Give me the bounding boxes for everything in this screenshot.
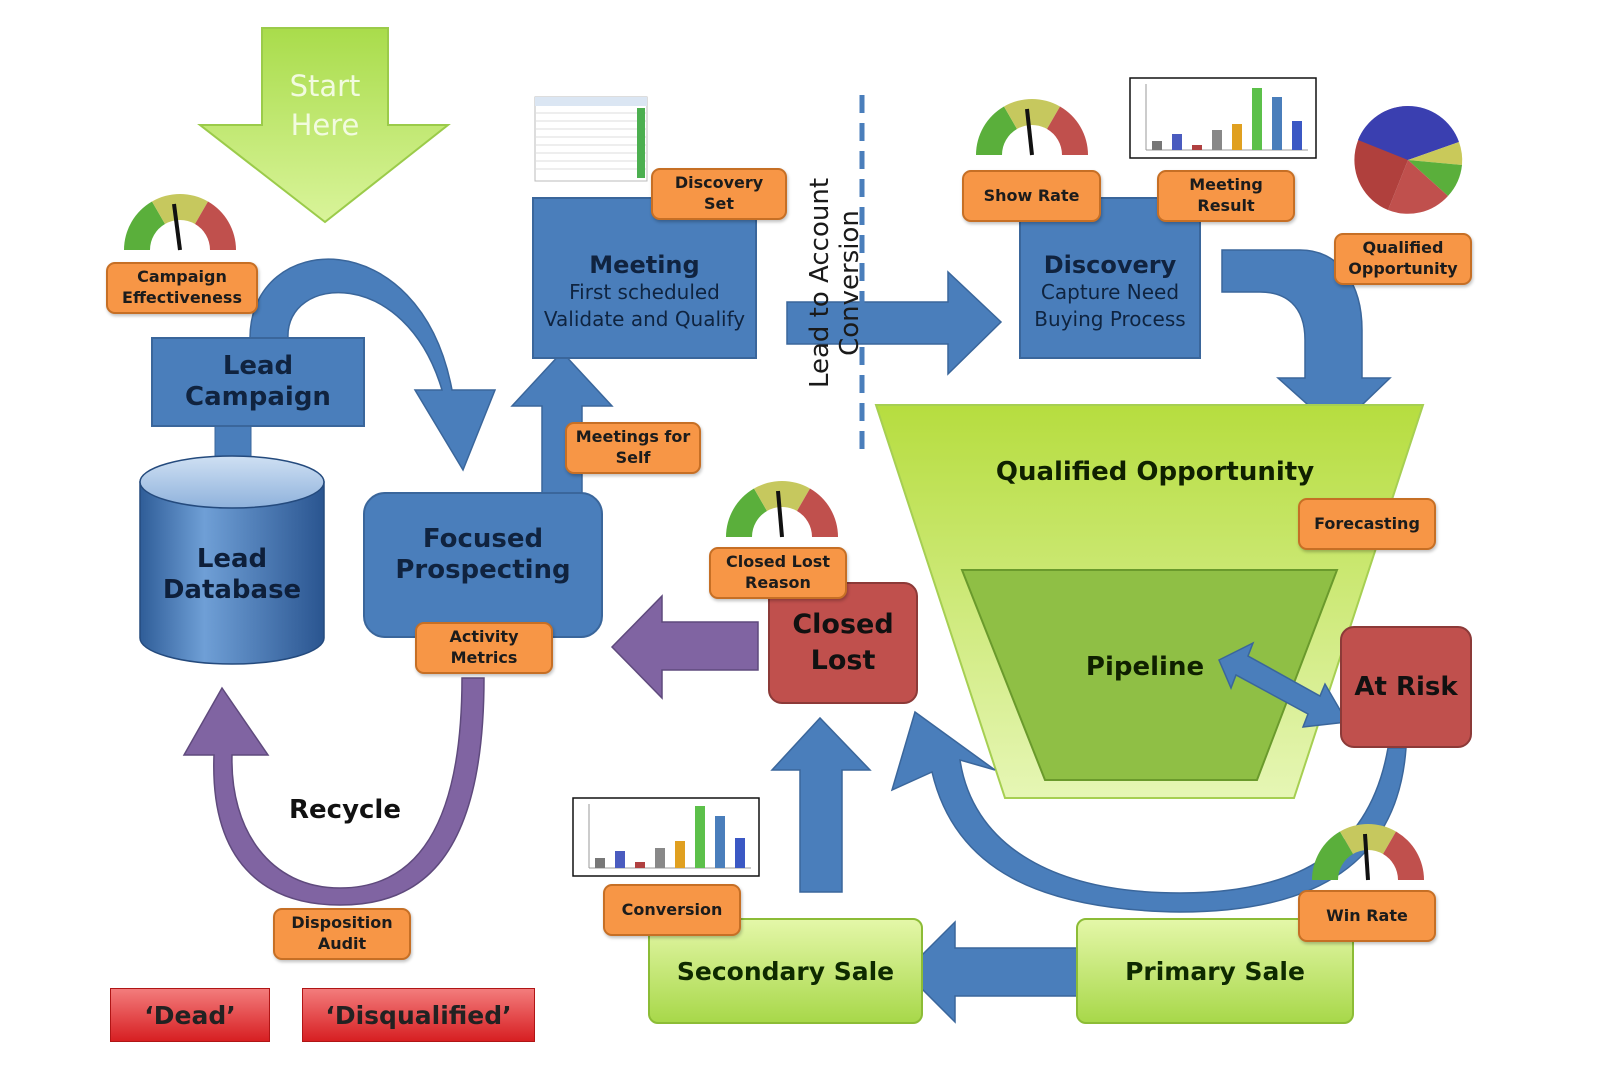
meeting-result-mini-chart — [1129, 77, 1317, 159]
metric-show-rate[interactable]: Show Rate — [962, 170, 1101, 222]
qualified-opportunity-title: Qualified Opportunity — [995, 457, 1315, 487]
discovery-subtitle: Capture Need Buying Process — [1034, 280, 1186, 332]
qualified-opportunity-pie — [1354, 105, 1463, 214]
at-risk-box[interactable]: At Risk — [1340, 626, 1472, 748]
metric-discovery-set[interactable]: Discovery Set — [651, 168, 787, 220]
metric-activity-metrics[interactable]: Activity Metrics — [415, 622, 553, 674]
gauge-win-rate — [1312, 823, 1424, 881]
pipeline-label: Pipeline — [1085, 652, 1205, 682]
start-here-arrow — [197, 27, 451, 224]
lead-to-account-conversion-label: Lead to Account Conversion — [805, 177, 865, 389]
dead-status: ‘Dead’ — [110, 988, 270, 1042]
meeting-box[interactable]: Meeting First scheduled Validate and Qua… — [532, 197, 757, 359]
metric-campaign-effectiveness[interactable]: Campaign Effectiveness — [106, 262, 258, 314]
lead-database-top — [139, 455, 325, 509]
lead-campaign-box[interactable]: Lead Campaign — [151, 337, 365, 427]
gauge-campaign — [124, 193, 236, 251]
discovery-title: Discovery — [1043, 250, 1177, 279]
recycle-label: Recycle — [289, 795, 401, 825]
metric-closed-lost-reason[interactable]: Closed Lost Reason — [709, 547, 847, 599]
discovery-set-table-thumbnail — [534, 96, 648, 182]
conversion-mini-chart — [572, 797, 760, 877]
meeting-subtitle: First scheduled Validate and Qualify — [543, 280, 746, 332]
metric-forecasting[interactable]: Forecasting — [1298, 498, 1436, 550]
focused-prospecting-box[interactable]: Focused Prospecting — [363, 492, 603, 638]
pipeline-funnel-inner — [960, 569, 1339, 781]
primary-to-secondary-arrow — [903, 920, 1079, 1024]
secondary-to-closed-arrow — [770, 716, 872, 893]
metric-meeting-result[interactable]: Meeting Result — [1157, 170, 1295, 222]
gauge-show-rate — [976, 98, 1088, 156]
recycle-arrow — [182, 677, 485, 906]
closed-lost-box[interactable]: Closed Lost — [768, 582, 918, 704]
lead-database-cylinder — [139, 481, 325, 665]
lead-database-label: Lead Database — [162, 543, 302, 605]
campaign-to-prospecting-arrow — [249, 258, 497, 472]
metric-qualified-opportunity[interactable]: Qualified Opportunity — [1334, 233, 1472, 285]
metric-meetings-for-self[interactable]: Meetings for Self — [565, 422, 701, 474]
prospecting-to-meeting-arrow — [510, 350, 614, 497]
closed-to-prospecting-arrow — [610, 594, 759, 700]
meeting-title: Meeting — [589, 250, 700, 279]
meeting-to-discovery-arrow — [786, 270, 1003, 376]
metric-disposition-audit[interactable]: Disposition Audit — [273, 908, 411, 960]
metric-conversion[interactable]: Conversion — [603, 884, 741, 936]
metric-win-rate[interactable]: Win Rate — [1298, 890, 1436, 942]
disqualified-status: ‘Disqualified’ — [302, 988, 535, 1042]
start-here-label: Start Here — [289, 68, 361, 142]
gauge-closed-lost — [726, 480, 838, 538]
discovery-box[interactable]: Discovery Capture Need Buying Process — [1019, 197, 1201, 359]
